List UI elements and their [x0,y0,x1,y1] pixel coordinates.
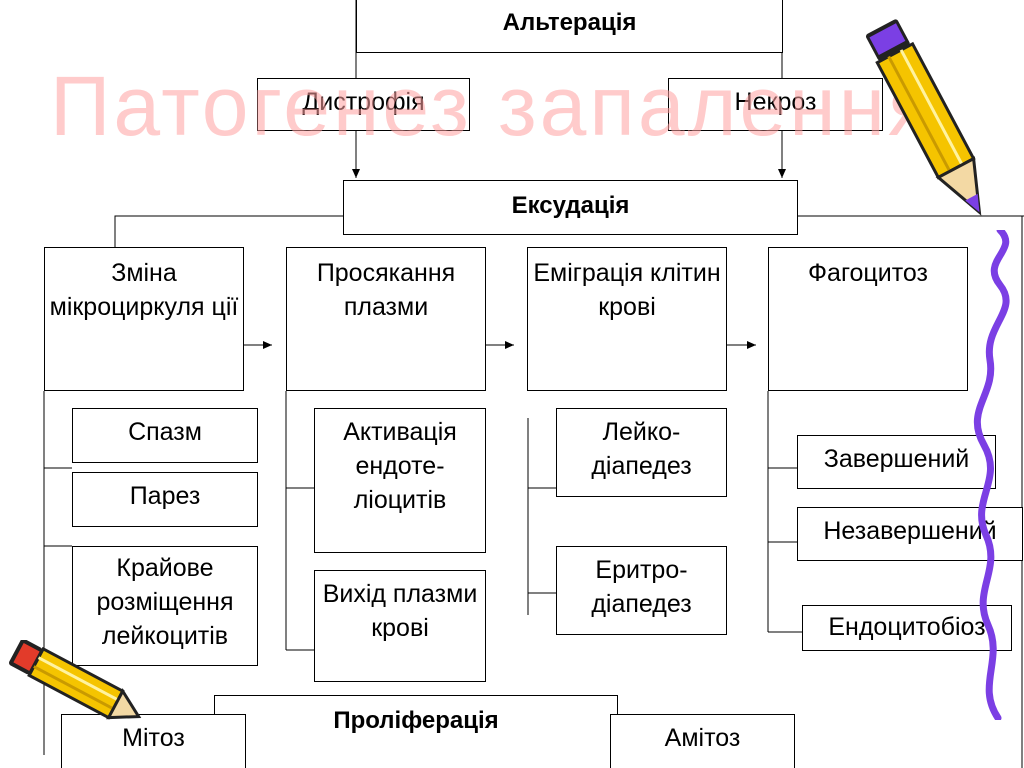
marginal-box: Крайове розміщення лейкоцитів [72,546,258,666]
squiggle-line [973,230,1010,720]
leuko-label: Лейко- діапедез [591,418,692,480]
dystrophy-box: Дистрофія [257,78,470,131]
plasma-exit-box: Вихід плазми крові [314,570,486,682]
plasma-exit-label: Вихід плазми крові [322,580,478,642]
amitosis-label: Амітоз [664,724,741,752]
phagocytosis-box: Фагоцитоз [768,247,968,391]
mitosis-label: Мітоз [122,724,185,752]
alteration-label: Альтерація [502,9,637,36]
paresis-box: Парез [72,472,258,527]
alteration-box: Альтерація [356,0,783,53]
spasm-box: Спазм [72,408,258,463]
incomplete-label: Незавершений [823,517,997,545]
plasma-leak-box: Просякання плазми [286,247,486,391]
phagocytosis-label: Фагоцитоз [808,259,928,287]
completed-box: Завершений [797,435,996,489]
emigration-label: Еміграція клітин крові [533,259,721,321]
marginal-label: Крайове розміщення лейкоцитів [96,554,234,650]
plasma-leak-label: Просякання плазми [316,259,456,321]
leuko-box: Лейко- діапедез [556,408,727,497]
microcirculation-box: Зміна мікроциркуля ції [44,247,244,391]
spasm-label: Спазм [128,418,202,446]
endocytobiosis-label: Ендоцитобіоз [828,613,986,641]
erythro-label: Еритро- діапедез [591,556,692,618]
pencil-icon [865,19,982,216]
paresis-label: Парез [129,482,201,510]
endothelium-label: Активація ендоте- ліоцитів [343,418,457,514]
dystrophy-label: Дистрофія [302,88,425,116]
pencil-icon [9,640,142,720]
emigration-box: Еміграція клітин крові [527,247,727,391]
necrosis-label: Некроз [734,88,817,116]
amitosis-box: Амітоз [610,714,795,768]
microcirculation-label: Зміна мікроциркуля ції [49,259,239,321]
mitosis-box: Мітоз [61,714,246,768]
erythro-box: Еритро- діапедез [556,546,727,635]
exudation-box: Ексудація [343,180,798,235]
necrosis-box: Некроз [668,78,883,131]
proliferation-box: Проліферація [214,695,618,768]
completed-label: Завершений [823,445,970,473]
proliferation-label: Проліферація [333,707,499,734]
endocytobiosis-box: Ендоцитобіоз [802,605,1012,651]
endothelium-box: Активація ендоте- ліоцитів [314,408,486,553]
exudation-label: Ексудація [511,192,630,219]
